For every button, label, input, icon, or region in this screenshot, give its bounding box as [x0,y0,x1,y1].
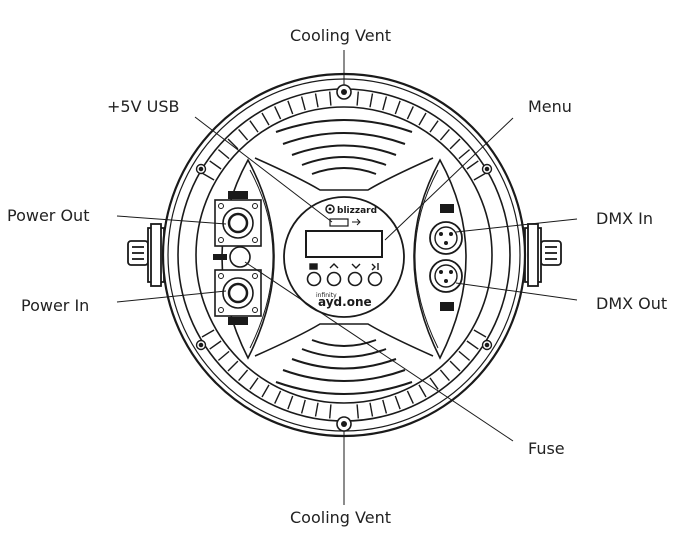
cooling-fin [418,112,427,126]
cooling-fin [369,402,374,417]
cooling-fin [209,340,222,350]
enter-button [367,271,383,287]
cooling-fin [329,404,332,419]
dmx-out-connector [429,259,463,311]
dmx-in-label: DMX In [596,209,654,228]
cooling-fin [439,369,450,382]
corner-screws [195,163,493,351]
cooling-fin [473,172,487,181]
power-in-connector [214,269,262,325]
usb-port-icon [329,218,361,227]
cooling-fin [356,404,359,419]
inner-body [195,106,493,404]
dmx-out-label: DMX Out [596,294,668,313]
cooling-fin [249,120,259,133]
dmx-in-connector [429,204,463,255]
right-mount-bracket [524,223,562,287]
mode-button [306,271,322,287]
cooling-fin [449,138,461,150]
cooling-fin [356,91,359,106]
power-in-label: Power In [21,296,90,315]
cooling-fin [406,390,414,404]
blizzard-logo-icon [325,204,335,214]
cooling-fin [249,377,259,390]
down-icon [351,263,361,269]
power-out-label: Power Out [7,206,90,225]
cooling-fin [394,395,401,410]
menu-buttons [306,271,383,287]
cooling-fin [227,138,239,150]
cooling-fin [209,160,222,170]
cooling-fin [382,96,388,111]
cooling-fin [314,402,319,417]
cooling-fin [274,390,282,404]
cooling-fin [458,149,471,160]
top-vent-grille [254,119,434,191]
enter-icon [371,263,379,271]
cooling-fin [314,93,319,108]
cooling-fin [394,100,401,115]
brand-logo-text: blizzard [337,206,377,216]
cooling-vent-bottom-label: Cooling Vent [290,508,391,527]
cooling-fin [238,369,249,382]
up-button [326,271,342,287]
power-out-connector [214,191,262,247]
cooling-fin [300,399,306,414]
menu-button-icons [309,263,379,271]
cooling-fin [449,360,461,372]
cooling-fin [274,106,282,120]
cooling-fin [382,399,388,414]
cooling-fin [473,329,487,338]
menu-mode-icon [309,263,318,270]
cooling-fins [201,91,487,419]
cooling-fin [201,172,215,181]
cooling-fin [369,93,374,108]
lcd-display [305,230,383,258]
cooling-fin [429,120,439,133]
cooling-fin [458,350,471,361]
left-mount-bracket [127,223,165,287]
cooling-fin [429,377,439,390]
cooling-fin [466,340,479,350]
cooling-fin [261,384,270,398]
cooling-fin [287,100,294,115]
cooling-fin [238,128,249,141]
cooling-fin [406,106,414,120]
cooling-fin [466,160,479,170]
cooling-fin [300,96,306,111]
cooling-fin [227,360,239,372]
product-logo-text: ayd.one [318,295,372,309]
down-button [347,271,363,287]
cooling-fin [261,112,270,126]
bottom-vent-screw-icon [336,416,352,432]
cooling-fin [287,395,294,410]
cooling-fin [418,384,427,398]
cooling-fin [329,91,332,106]
leader-lines [116,50,578,505]
top-vent-screw-icon [336,84,352,100]
usb-label: +5V USB [107,97,180,116]
control-panel: blizzard infinity ayd.one [283,196,405,318]
cooling-fin [439,128,450,141]
cooling-fin [217,149,230,160]
fuse-label: Fuse [528,439,565,458]
up-icon [329,263,339,269]
product-small-text: infinity [316,292,337,299]
bottom-vent-grille [254,323,434,395]
cooling-fin [217,350,230,361]
cooling-vent-top-label: Cooling Vent [290,26,391,45]
cooling-fin [201,329,215,338]
menu-label: Menu [528,97,572,116]
